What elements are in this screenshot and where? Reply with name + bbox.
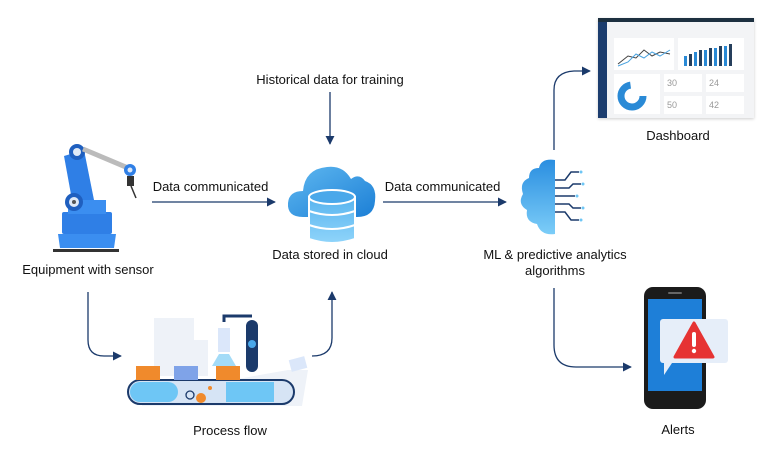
data-communicated-label-1: Data communicated (152, 179, 269, 194)
process-flow-label: Process flow (193, 423, 267, 438)
ml-label-line2: algorithms (525, 263, 585, 278)
robot-arm-icon (53, 144, 137, 252)
widget-value: 30 (664, 74, 702, 92)
cloud-database-icon (287, 166, 376, 244)
ml-label-line1: ML & predictive analytics (483, 247, 627, 262)
smartphone-alert-icon (644, 287, 728, 409)
conveyor-process-icon (127, 314, 308, 406)
widget-value: 50 (664, 96, 702, 114)
arrow-ml-to-dashboard (553, 66, 591, 150)
dashboard-thumbnail: 30 24 50 42 (598, 18, 754, 118)
historical-data-label: Historical data for training (256, 72, 404, 87)
widget-value: 24 (706, 74, 744, 92)
data-communicated-label-2: Data communicated (384, 179, 501, 194)
arrow-equipment-to-process (87, 292, 122, 361)
brain-ml-icon (520, 159, 585, 235)
alerts-label: Alerts (661, 422, 695, 437)
arrow-process-to-cloud (311, 291, 337, 357)
equipment-label: Equipment with sensor (22, 262, 154, 277)
widget-value: 42 (706, 96, 744, 114)
arrow-ml-to-alerts (553, 288, 632, 372)
cloud-label: Data stored in cloud (272, 247, 388, 262)
dashboard-label: Dashboard (646, 128, 710, 143)
